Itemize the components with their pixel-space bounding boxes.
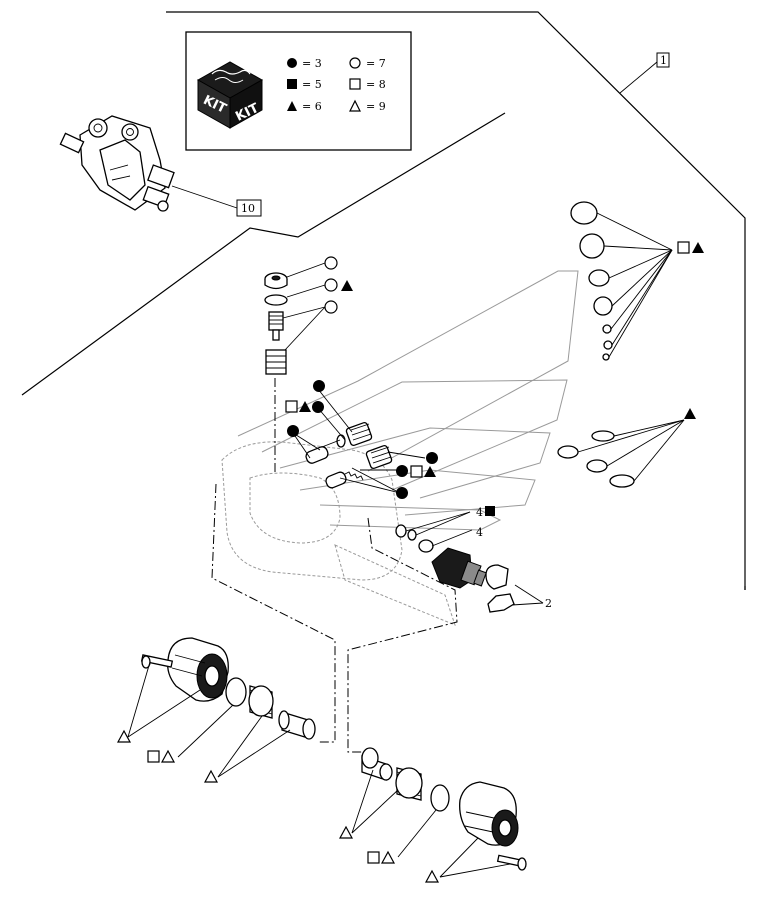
spring-seat-left xyxy=(278,710,316,740)
control-valve-assembly xyxy=(59,115,175,212)
open-square-icon xyxy=(677,241,690,254)
legend-entry-5: = 6 xyxy=(302,100,322,113)
filled-square-icon xyxy=(485,506,495,516)
ref-label-1: 1 xyxy=(619,52,670,94)
ref-label-2: 2 xyxy=(545,597,552,610)
cap-screw-right xyxy=(496,854,527,871)
open-circle-icon xyxy=(324,256,338,270)
legend-entry-2: = 7 xyxy=(366,57,386,70)
filled-triangle-icon xyxy=(692,242,704,253)
open-triangle-icon xyxy=(338,825,354,839)
leader-lines-middle xyxy=(292,388,426,494)
filled-triangle-icon xyxy=(287,101,297,111)
svg-text:1: 1 xyxy=(660,54,667,67)
valve-section-outline xyxy=(221,270,579,626)
open-square-icon xyxy=(367,851,380,864)
ref-label-4-lower: 4 xyxy=(476,526,483,539)
valve-plunger-upper xyxy=(305,439,341,464)
plug-cap xyxy=(264,272,288,290)
ref-label-10: 10 xyxy=(171,185,262,217)
o-ring-left xyxy=(225,677,247,707)
open-circle-icon xyxy=(324,300,338,314)
spool-end-cap-left xyxy=(167,637,229,702)
filled-circle-icon xyxy=(287,58,297,68)
relief-spring-lower xyxy=(365,444,393,470)
open-circle-icon xyxy=(349,57,361,69)
filled-square-icon xyxy=(287,79,297,89)
relief-valve-cartridge xyxy=(431,547,487,589)
filled-triangle-icon xyxy=(341,280,353,291)
ref-label-4-upper: 4 xyxy=(476,506,483,519)
o-ring-set-lower xyxy=(557,419,685,488)
filled-circle-icon xyxy=(396,465,408,477)
open-square-icon xyxy=(285,400,298,413)
poppet-valve xyxy=(268,311,284,341)
open-triangle-icon xyxy=(203,769,219,783)
open-square-icon xyxy=(410,465,423,478)
legend-entry-3: = 5 xyxy=(302,78,322,91)
filled-triangle-icon xyxy=(424,466,436,477)
filled-triangle-icon xyxy=(684,408,696,419)
cap-screw-left xyxy=(140,654,174,669)
assembly-boundary-lines xyxy=(21,11,746,590)
open-circle-icon xyxy=(324,278,338,292)
open-triangle-icon xyxy=(160,749,176,763)
filled-circle-icon xyxy=(287,425,299,437)
filled-circle-icon xyxy=(396,487,408,499)
valve-plunger-lower xyxy=(325,471,364,489)
o-rings-small xyxy=(395,511,473,553)
open-triangle-icon xyxy=(424,869,440,883)
o-ring-right xyxy=(430,784,450,812)
kit-legend: KIT KIT = 3 = 7 = 5 = 8 = 6 = 9 xyxy=(185,31,412,151)
leader-lines-left-group xyxy=(127,661,291,778)
legend-entry-1: = 3 xyxy=(302,57,322,70)
open-triangle-icon xyxy=(116,729,132,743)
filled-triangle-icon xyxy=(299,401,311,412)
filled-circle-icon xyxy=(426,452,438,464)
leader-lines-top xyxy=(282,262,326,351)
o-ring xyxy=(264,294,288,306)
check-valve-seat xyxy=(265,349,287,375)
spool-spring-left xyxy=(248,685,274,719)
open-triangle-icon xyxy=(380,850,396,864)
relief-spring-upper xyxy=(336,421,373,448)
spring-seat-right xyxy=(361,747,393,781)
legend-entry-4: = 8 xyxy=(366,78,386,91)
filled-circle-icon xyxy=(312,401,324,413)
kit-box-icon: KIT KIT xyxy=(196,61,264,129)
o-ring-set-upper xyxy=(570,201,673,361)
assembly-center-lines xyxy=(211,378,458,753)
leader-lines-right-group xyxy=(351,769,511,878)
filled-circle-icon xyxy=(313,380,325,392)
spool-spring-right xyxy=(395,767,423,801)
open-square-icon xyxy=(147,750,160,763)
legend-entry-6: = 9 xyxy=(366,100,386,113)
open-square-icon xyxy=(349,78,361,90)
open-triangle-icon xyxy=(349,99,361,112)
spool-end-cap-right xyxy=(459,781,519,847)
coupling-halves xyxy=(485,564,515,613)
svg-text:10: 10 xyxy=(241,202,255,215)
leader-lines-cartridge xyxy=(511,584,544,606)
